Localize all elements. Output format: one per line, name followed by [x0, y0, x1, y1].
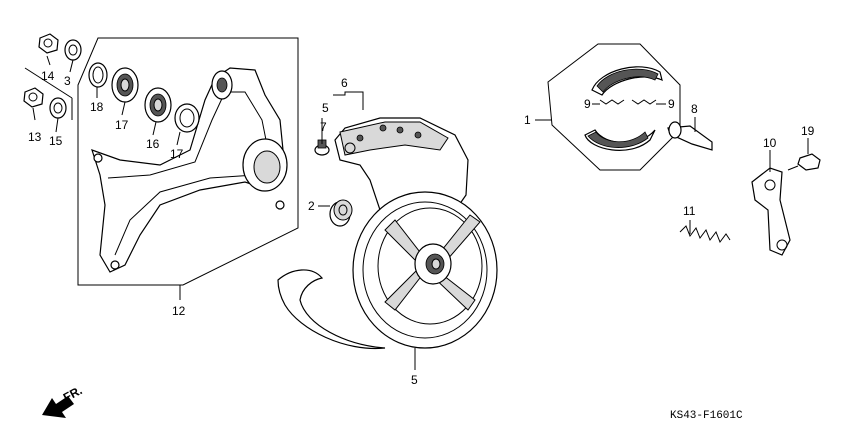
label-19: 19 [801, 124, 815, 138]
label-5-lower: 5 [411, 373, 418, 387]
collar [329, 199, 353, 227]
label-15: 15 [49, 134, 63, 148]
rear-wheel [352, 191, 498, 349]
label-11: 11 [683, 204, 696, 218]
label-12: 12 [172, 304, 186, 318]
label-9-right: 9 [668, 97, 675, 111]
label-5-upper: 5 [322, 101, 329, 115]
brake-shoes-group [547, 43, 681, 171]
tire-section [277, 269, 386, 350]
diagram-code: KS43-F1601C [670, 410, 743, 422]
rear-swing-arm [91, 67, 288, 273]
label-10: 10 [763, 136, 777, 150]
label-16: 16 [146, 137, 160, 151]
swingarm-group-frame [77, 37, 299, 300]
label-17-lower: 17 [170, 147, 184, 161]
brake-shoes [584, 66, 663, 151]
label-2: 2 [308, 199, 315, 213]
brake-arm [751, 167, 791, 256]
front-direction-arrow: FR. [42, 383, 84, 418]
bearing-parts [88, 62, 200, 133]
label-6: 6 [341, 76, 348, 90]
bolt [787, 153, 821, 171]
leader-lines [32, 55, 809, 370]
label-7: 7 [320, 120, 327, 134]
label-18: 18 [90, 100, 104, 114]
label-17-upper: 17 [115, 118, 129, 132]
label-9-left: 9 [584, 97, 591, 111]
label-8: 8 [691, 102, 698, 116]
label-13: 13 [28, 130, 42, 144]
label-1: 1 [524, 113, 531, 127]
label-3: 3 [64, 74, 71, 88]
part-number-labels: 14 3 13 15 18 17 16 17 12 6 5 7 2 5 1 9 … [28, 69, 815, 387]
return-spring [679, 225, 731, 244]
label-14: 14 [41, 69, 55, 83]
brake-cam [667, 121, 713, 151]
